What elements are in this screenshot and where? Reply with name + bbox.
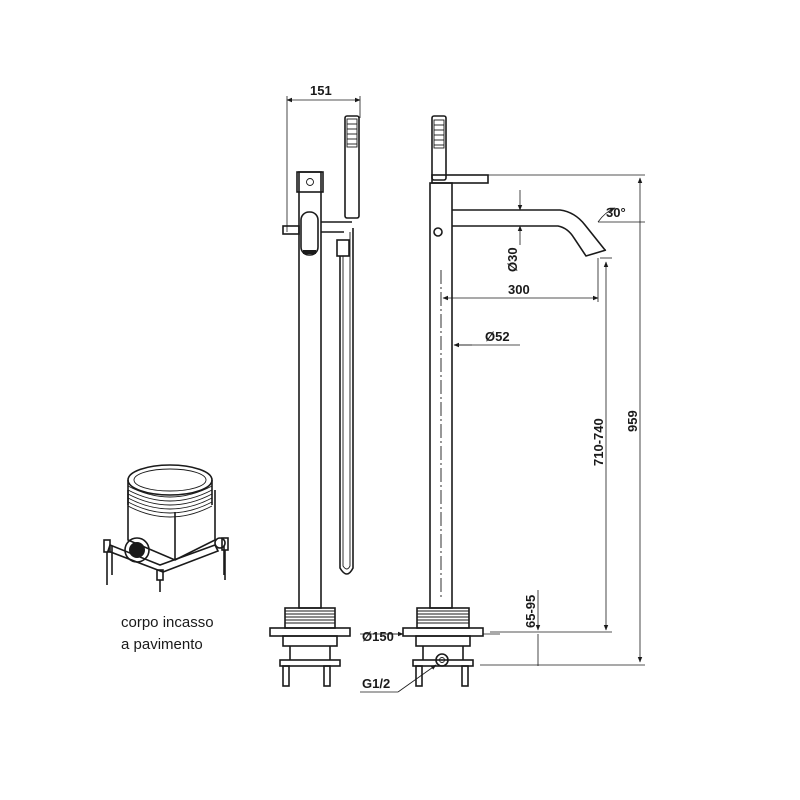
dimension-151: 151 [286,83,361,232]
side-spout-top [452,209,606,251]
dimension-angle: 30° [597,205,645,223]
dimension-label-151: 151 [310,83,332,98]
dimension-dia30: Ø30 [505,190,523,272]
front-hose-connector [336,239,350,257]
dimension-label-300: 300 [508,282,530,297]
side-lever [431,174,489,184]
dimension-65-95: 65-95 [523,590,541,666]
dimension-label-thread: G1/2 [362,676,390,691]
dimension-label-dia150: Ø150 [362,629,394,644]
side-spout-bottom [452,225,607,257]
side-hand-shower [431,115,447,181]
dimension-710-740: 710-740 [490,257,612,633]
front-base [269,607,351,687]
side-view: 30° Ø30 300 Ø52 710-740 [360,115,645,693]
front-hand-shower [344,115,360,219]
dimension-dia150: Ø150 [360,629,500,644]
dimension-label-65-95: 65-95 [523,595,538,628]
caption-line1: corpo incasso [121,614,214,631]
front-spout [300,211,319,256]
dimension-300: 300 [442,258,599,302]
dimension-label-dia30: Ø30 [505,247,520,272]
dimension-dia52: Ø52 [453,329,520,348]
dimension-label-angle: 30° [606,205,626,220]
side-base [402,607,484,687]
front-lever [296,171,324,193]
dimension-label-959: 959 [625,410,640,432]
caption-line2: a pavimento [121,636,203,653]
front-hose [339,228,354,575]
dimension-959: 959 [480,174,645,666]
dimension-label-dia52: Ø52 [485,329,510,344]
side-button [433,227,443,237]
dimension-label-710-740: 710-740 [591,418,606,466]
dimension-thread: G1/2 [360,664,437,693]
front-side-knob [282,225,300,235]
embedded-body: corpo incasso a pavimento [103,464,229,653]
front-view: 151 [269,83,361,687]
